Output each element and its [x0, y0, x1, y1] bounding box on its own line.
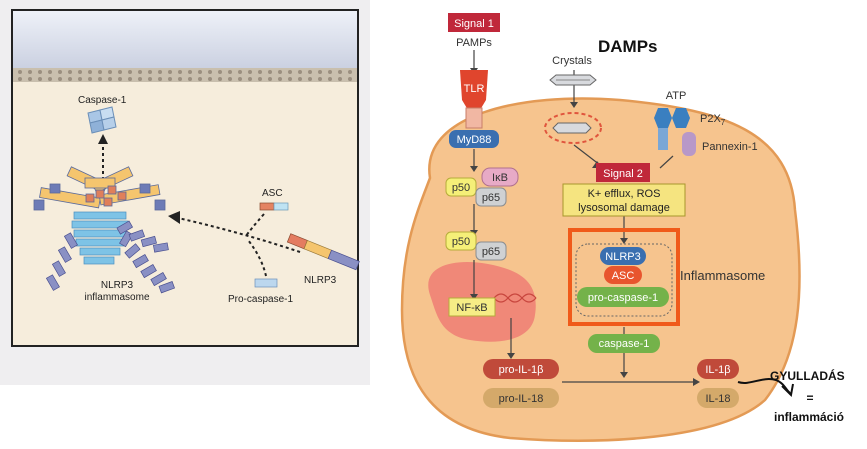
p65-label-bottom: p65	[482, 246, 500, 258]
dna-helix-icon	[493, 293, 537, 303]
p2x7-subscript: 7	[721, 118, 726, 127]
efflux-box	[562, 183, 686, 217]
il18-label: IL-18	[705, 393, 730, 405]
procaspase-label: Pro-caspase-1	[228, 294, 293, 305]
gyulladas-label: GYULLADÁS	[770, 368, 845, 383]
caspase-1-label: Caspase-1	[78, 95, 127, 106]
signal1-box	[448, 13, 500, 32]
efflux-line2: lysosomal damage	[578, 202, 670, 214]
myd88-box	[449, 130, 499, 148]
procaspase-label-right: pro-caspase-1	[588, 292, 658, 304]
nlrp3-label: NLRP3	[605, 251, 640, 263]
asc-box	[604, 266, 642, 284]
crystal-icon	[549, 74, 597, 86]
pamps-label: PAMPs	[456, 37, 492, 49]
left-panel: Caspase-1	[0, 0, 370, 385]
p65-label-top: p65	[482, 192, 500, 204]
atp-label: ATP	[666, 90, 687, 102]
myd88-label: MyD88	[457, 134, 492, 146]
inflammasome-label: Inflammasome	[680, 268, 765, 283]
p2x7-label: P2X7	[700, 113, 726, 127]
caspase-1-icon	[87, 106, 117, 134]
pannexin-label: Pannexin-1	[702, 141, 758, 153]
p2x7-name: P2X	[700, 113, 721, 125]
inflammacio-label: inflammáció	[774, 410, 844, 424]
caspase1-box	[588, 334, 660, 353]
nfkb-box	[448, 297, 496, 317]
p50-label-top: p50	[452, 182, 470, 194]
p50-label-bottom: p50	[452, 236, 470, 248]
nlrp3-inflammasome-icon	[33, 166, 175, 294]
procaspase-box	[577, 287, 669, 307]
ikb-box	[481, 167, 519, 187]
ikb-label: IκB	[492, 172, 508, 184]
pro-il18-label: pro-IL-18	[499, 393, 544, 405]
caspase1-label: caspase-1	[599, 338, 650, 350]
p65-box-top	[475, 187, 507, 207]
tlr-label: TLR	[464, 83, 485, 95]
inflammasome-label-line1: NLRP3	[101, 280, 134, 291]
signal2-box	[596, 163, 650, 182]
signal2-label: Signal 2	[603, 168, 643, 180]
damps-label: DAMPs	[598, 37, 658, 56]
asc-label-right: ASC	[612, 270, 635, 282]
inflammasome-dashed-box	[575, 243, 673, 317]
inflammasome-label-line2: inflammasome	[84, 292, 149, 303]
il18-box	[697, 388, 739, 408]
pro-il18-box	[483, 388, 559, 408]
equals-label: =	[806, 391, 813, 405]
pro-il1b-label: pro-IL-1β	[499, 364, 544, 376]
asc-label: ASC	[262, 188, 283, 199]
asc-icon	[259, 202, 289, 211]
cell-membrane	[13, 68, 357, 82]
p65-box-bottom	[475, 241, 507, 261]
efflux-line1: K+ efflux, ROS	[588, 188, 661, 200]
nlrp3-molecule-icon	[286, 233, 360, 271]
crystals-label: Crystals	[552, 55, 592, 67]
nlrp3-box	[600, 247, 646, 265]
pro-il1b-box	[483, 359, 559, 379]
p2x7-channel-icon	[654, 108, 696, 156]
il1b-box	[697, 359, 739, 379]
il1b-label: IL-1β	[705, 364, 730, 376]
procaspase-icon	[254, 278, 278, 288]
nfkb-label: NF-κB	[456, 302, 487, 314]
nlrp3-molecule-label: NLRP3	[304, 275, 337, 286]
inflammasome-highlight-box	[568, 228, 680, 326]
tlr-receptor-icon	[460, 70, 488, 129]
p50-box-bottom	[445, 231, 477, 251]
lysosome-icon	[544, 112, 602, 144]
p50-box-top	[445, 177, 477, 197]
signal1-label: Signal 1	[454, 18, 494, 30]
